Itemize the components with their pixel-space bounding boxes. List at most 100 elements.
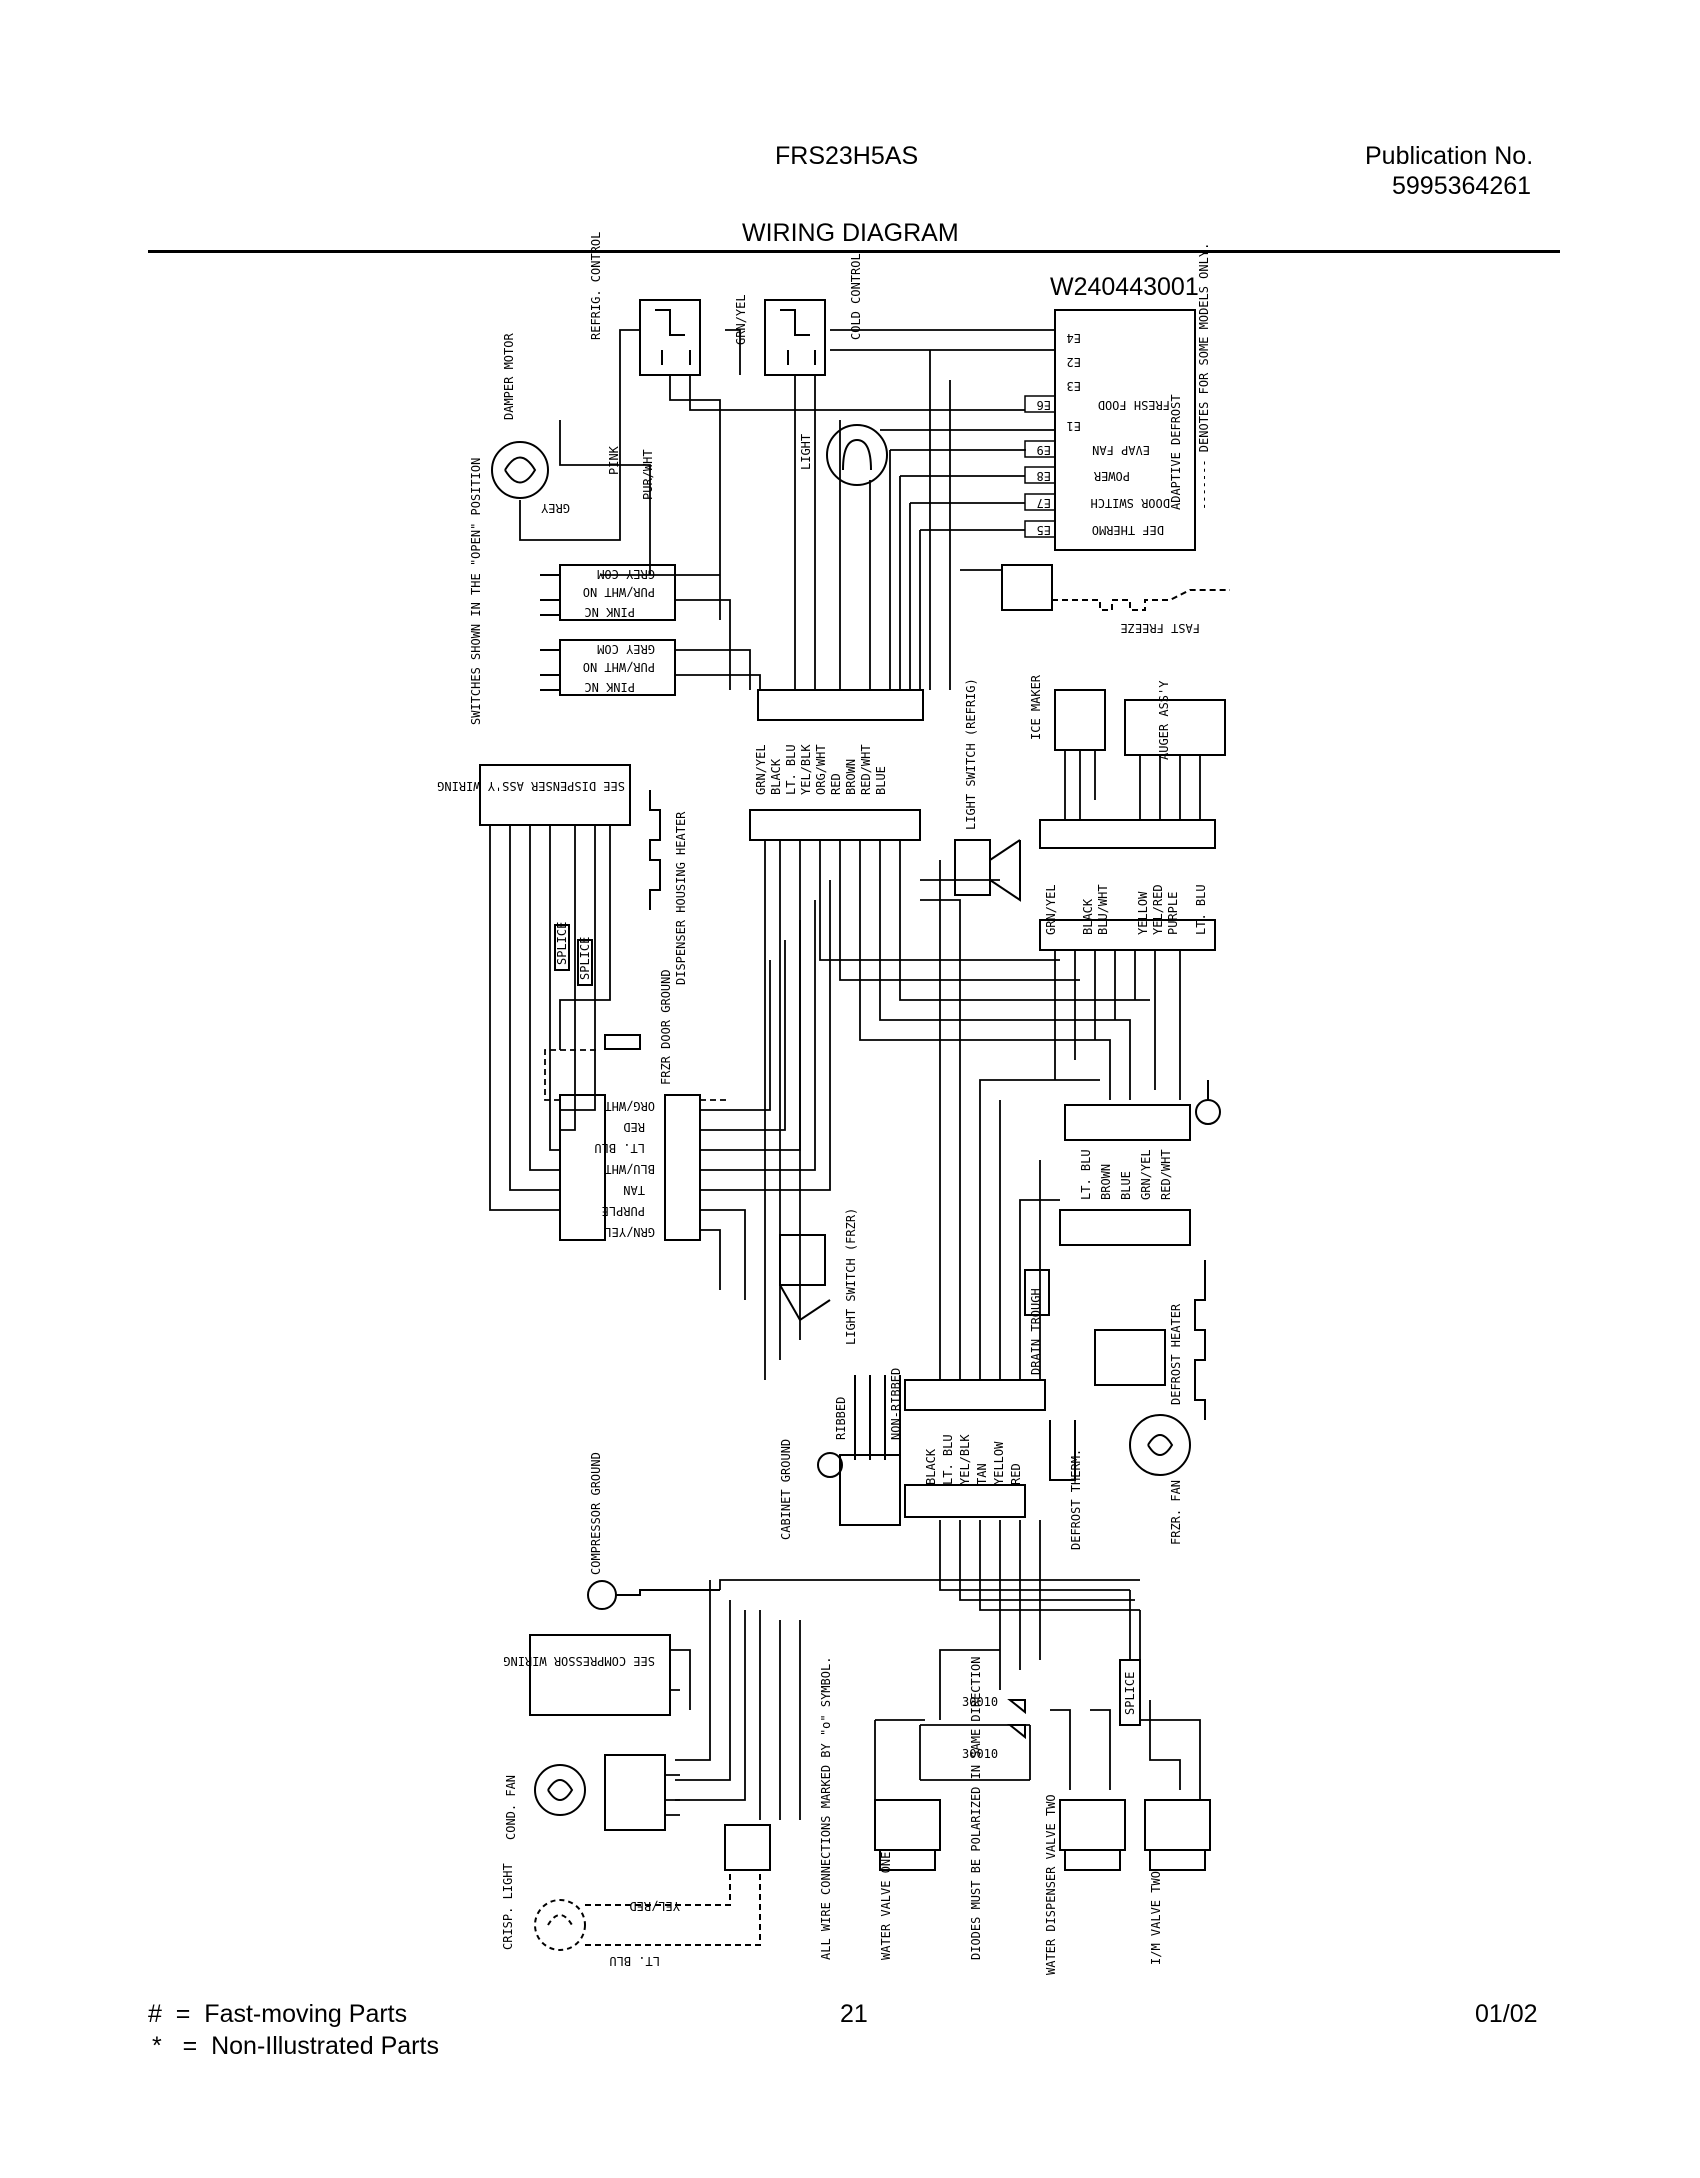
fast-freeze-switch: FAST FREEZE bbox=[1001, 564, 1230, 635]
defrost-therm: DEFROST THERM. bbox=[1049, 1420, 1083, 1550]
svg-text:GREY COM: GREY COM bbox=[597, 642, 655, 656]
lower-center-connector-top bbox=[904, 1379, 1046, 1411]
svg-text:REFRIG. CONTROL: REFRIG. CONTROL bbox=[589, 232, 603, 340]
svg-text:ORG/WHT: ORG/WHT bbox=[814, 744, 828, 795]
pur-wht-label: PUR/WHT bbox=[641, 449, 655, 500]
svg-text:DAMPER MOTOR: DAMPER MOTOR bbox=[502, 333, 516, 420]
svg-text:BLUE: BLUE bbox=[874, 766, 888, 795]
svg-text:CRISP. LIGHT: CRISP. LIGHT bbox=[501, 1863, 515, 1950]
page-number: 21 bbox=[840, 2000, 868, 2028]
svg-text:LT. BLU: LT. BLU bbox=[784, 744, 798, 795]
legend-fast-moving: # = Fast-moving Parts bbox=[148, 2000, 408, 2028]
light-switch-refrig: LIGHT SWITCH (REFRIG) bbox=[954, 678, 1021, 902]
svg-text:SPLICE: SPLICE bbox=[1123, 1672, 1137, 1715]
left-connector: ORG/WHT RED LT. BLU BLU/WHT TAN PURPLE G… bbox=[559, 1094, 701, 1241]
damper-motor: DAMPER MOTOR GREY bbox=[491, 333, 570, 515]
svg-text:PINK NC: PINK NC bbox=[584, 605, 635, 619]
light-label: LIGHT bbox=[799, 434, 813, 470]
ribbed-terminals: RIBBED NON-RIBBED bbox=[834, 1368, 903, 1460]
svg-text:SEE DISPENSER ASS'Y WIRING: SEE DISPENSER ASS'Y WIRING bbox=[437, 779, 625, 793]
publication-number: 5995364261 bbox=[1392, 172, 1532, 200]
board-function-labels: FRESH FOOD EVAP FAN POWER DOOR SWITCH DE… bbox=[1091, 398, 1170, 537]
svg-text:SPLICE: SPLICE bbox=[555, 922, 569, 965]
cond-fan: COND. FAN bbox=[504, 1754, 666, 1840]
diodes-note: DIODES MUST BE POLARIZED IN SAME DIRECTI… bbox=[969, 1657, 983, 1960]
all-wire-note: ALL WIRE CONNECTIONS MARKED BY "o" SYMBO… bbox=[819, 1657, 833, 1960]
cold-control: COLD CONTROL bbox=[764, 253, 863, 376]
im-valve-two: I/M VALVE TWO bbox=[1144, 1799, 1211, 1965]
svg-text:RED: RED bbox=[829, 773, 843, 795]
svg-text:FRZR. FAN: FRZR. FAN bbox=[1169, 1480, 1183, 1545]
svg-text:DOOR SWITCH: DOOR SWITCH bbox=[1091, 496, 1170, 510]
svg-text:RIBBED: RIBBED bbox=[834, 1397, 848, 1440]
svg-text:LT. BLU: LT. BLU bbox=[941, 1434, 955, 1485]
svg-text:GREY COM: GREY COM bbox=[597, 567, 655, 581]
svg-text:E1: E1 bbox=[1067, 419, 1081, 433]
svg-text:AUGER ASS'Y: AUGER ASS'Y bbox=[1157, 680, 1171, 760]
svg-text:BROWN: BROWN bbox=[844, 759, 858, 795]
bottom-wiring bbox=[670, 1520, 1201, 1820]
board-title: ADAPTIVE DEFROST bbox=[1169, 394, 1183, 510]
svg-text:YEL/BLK: YEL/BLK bbox=[799, 744, 813, 795]
svg-text:DEFROST THERM.: DEFROST THERM. bbox=[1069, 1449, 1083, 1550]
svg-text:BLUE: BLUE bbox=[1119, 1171, 1133, 1200]
top-center-connector bbox=[757, 689, 924, 721]
svg-text:E2: E2 bbox=[1067, 355, 1081, 369]
svg-text:LT. BLU: LT. BLU bbox=[594, 1141, 645, 1155]
svg-text:E6: E6 bbox=[1037, 398, 1051, 412]
svg-text:BLU/WHT: BLU/WHT bbox=[604, 1162, 655, 1176]
defrost-heater: DEFROST HEATER bbox=[1169, 1260, 1206, 1420]
compressor-ground: COMPRESSOR GROUND bbox=[587, 1452, 720, 1610]
header-rule bbox=[148, 250, 1560, 253]
svg-text:GRN/YEL: GRN/YEL bbox=[1044, 884, 1058, 935]
svg-text:YEL/RED: YEL/RED bbox=[629, 1899, 680, 1913]
lower-right-connector-labels: LT. BLU BROWN BLUE GRN/YEL RED/WHT bbox=[1079, 1149, 1173, 1200]
svg-text:PINK NC: PINK NC bbox=[584, 680, 635, 694]
svg-text:LT. BLU: LT. BLU bbox=[1194, 884, 1208, 935]
svg-text:DEFROST HEATER: DEFROST HEATER bbox=[1169, 1303, 1183, 1405]
cabinet-connector bbox=[839, 1454, 901, 1526]
grn-yel-top-label: GRN/YEL bbox=[734, 294, 748, 345]
svg-text:LIGHT SWITCH (FRZR): LIGHT SWITCH (FRZR) bbox=[844, 1208, 858, 1345]
svg-text:RED/WHT: RED/WHT bbox=[1159, 1149, 1173, 1200]
grey-label: GREY bbox=[540, 501, 570, 515]
svg-text:CABINET GROUND: CABINET GROUND bbox=[779, 1439, 793, 1540]
svg-text:FRZR DOOR GROUND: FRZR DOOR GROUND bbox=[659, 969, 673, 1085]
switches-note: SWITCHES SHOWN IN THE "OPEN" POSITION bbox=[469, 458, 483, 725]
water-dispenser-valve-two: WATER DISPENSER VALVE TWO bbox=[1044, 1794, 1126, 1975]
pink-label: PINK bbox=[607, 445, 621, 475]
svg-text:BLACK: BLACK bbox=[1081, 898, 1095, 935]
lower-center-connector bbox=[904, 1484, 1026, 1518]
lower-right-connector-1 bbox=[1064, 1104, 1191, 1141]
refrig-light bbox=[826, 424, 888, 486]
svg-text:ICE MAKER: ICE MAKER bbox=[1029, 674, 1043, 740]
water-valve-one: WATER VALVE ONE bbox=[874, 1799, 941, 1960]
svg-text:E4: E4 bbox=[1067, 331, 1081, 345]
svg-text:E5: E5 bbox=[1037, 523, 1051, 537]
center-connector-labels: GRN/YEL BLACK LT. BLU YEL/BLK ORG/WHT RE… bbox=[754, 744, 888, 795]
board-terminal-tabs bbox=[1024, 395, 1056, 538]
damper-switch-block-1: GREY COM PUR/WHT NO PINK NC bbox=[540, 564, 676, 621]
part-number: W240443001 bbox=[1050, 273, 1199, 301]
auger-assy: AUGER ASS'Y bbox=[1124, 680, 1226, 760]
svg-text:YELLOW: YELLOW bbox=[992, 1441, 1006, 1485]
diode-bottom: 30010 bbox=[962, 1724, 1026, 1761]
right-upper-connector bbox=[1039, 819, 1216, 849]
svg-text:EVAP FAN: EVAP FAN bbox=[1092, 443, 1150, 457]
svg-text:RED/WHT: RED/WHT bbox=[859, 744, 873, 795]
drain-trough: DRAIN TROUGH bbox=[1024, 1269, 1050, 1375]
svg-text:GRN/YEL: GRN/YEL bbox=[1139, 1149, 1153, 1200]
svg-text:LT. BLU: LT. BLU bbox=[1079, 1149, 1093, 1200]
board-note: ------- DENOTES FOR SOME MODELS ONLY. bbox=[1197, 243, 1211, 510]
svg-text:SEE COMPRESSOR WIRING: SEE COMPRESSOR WIRING bbox=[503, 1654, 655, 1668]
model-number: FRS23H5AS bbox=[775, 142, 919, 170]
lower-right-connector-2 bbox=[1059, 1209, 1191, 1246]
svg-text:YEL/BLK: YEL/BLK bbox=[958, 1434, 972, 1485]
publication-label: Publication No. bbox=[1365, 142, 1534, 170]
svg-text:FRESH FOOD: FRESH FOOD bbox=[1098, 398, 1170, 412]
svg-text:WATER VALVE ONE: WATER VALVE ONE bbox=[879, 1852, 893, 1960]
svg-text:BLACK: BLACK bbox=[924, 1448, 938, 1485]
svg-text:RED: RED bbox=[623, 1120, 645, 1134]
middle-wiring bbox=[489, 825, 1181, 1380]
